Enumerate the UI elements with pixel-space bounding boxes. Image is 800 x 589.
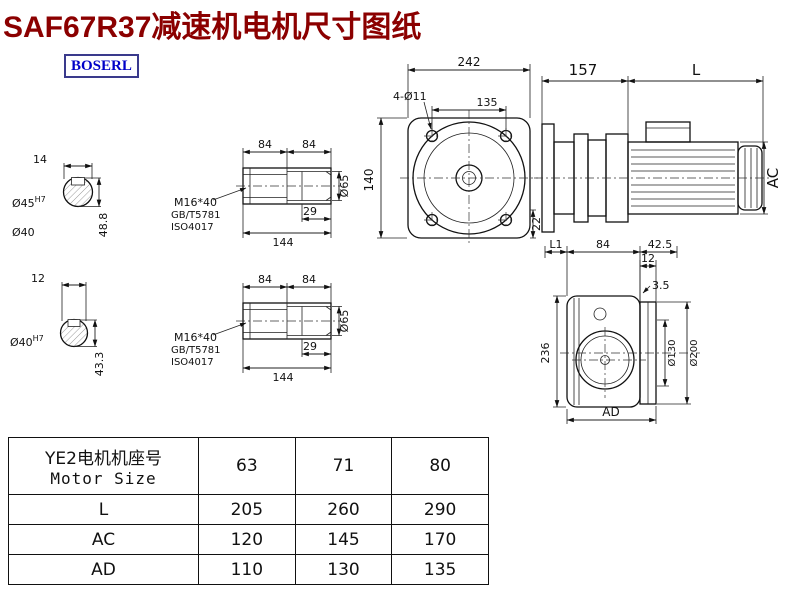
dim-84-a: 84 bbox=[258, 138, 272, 151]
view-shaft-end-2: 12 Ø40H7 43.3 bbox=[10, 272, 106, 376]
cell-AD-80: 135 bbox=[391, 554, 489, 585]
view-front: 242 135 4-Ø11 140 22 bbox=[362, 55, 543, 246]
label-standard-1: GB/T5781 bbox=[171, 210, 221, 221]
dim-dia-45: Ø45H7 bbox=[12, 195, 46, 210]
dim-L1: L1 bbox=[549, 238, 562, 251]
header-en: Motor Size bbox=[50, 469, 157, 488]
dim-L: L bbox=[692, 61, 701, 79]
label-standard-2: ISO4017 bbox=[171, 357, 214, 368]
table-row-AD: AD 110 130 135 bbox=[8, 554, 489, 585]
plug-hole bbox=[593, 307, 607, 321]
dim-157: 157 bbox=[569, 61, 598, 79]
motor-size-table: YE2电机机座号 Motor Size 63 71 80 L 205 260 2… bbox=[8, 437, 489, 585]
dim-12: 12 bbox=[641, 252, 655, 265]
dim-144: 144 bbox=[273, 371, 294, 384]
brand-logo: BOSERL bbox=[64, 54, 139, 78]
row-label-AC: AC bbox=[8, 524, 199, 555]
cell-L-63: 205 bbox=[198, 494, 296, 525]
view-shaft-side-2: 84 84 29 144 Ø65 M16*40 GB/T5781 ISO4017 bbox=[171, 273, 351, 384]
dim-dia-200: Ø200 bbox=[688, 340, 700, 367]
cell-AC-63: 120 bbox=[198, 524, 296, 555]
dim-AD: AD bbox=[602, 405, 619, 419]
terminal-box bbox=[645, 121, 691, 143]
keyway bbox=[71, 177, 85, 186]
label-bolt-holes: 4-Ø11 bbox=[393, 90, 427, 103]
dim-42-5: 42.5 bbox=[648, 238, 673, 251]
dim-AC: AC bbox=[764, 168, 782, 188]
dim-144: 144 bbox=[273, 236, 294, 249]
cell-L-71: 260 bbox=[294, 494, 393, 525]
row-label-AD: AD bbox=[8, 554, 199, 585]
dim-135: 135 bbox=[477, 96, 498, 109]
dim-29: 29 bbox=[303, 340, 317, 353]
cell-AC-80: 170 bbox=[391, 524, 489, 555]
dim-140: 140 bbox=[362, 169, 376, 192]
cell-L-80: 290 bbox=[391, 494, 489, 525]
dim-43-3: 43.3 bbox=[93, 352, 106, 377]
table-row-AC: AC 120 145 170 bbox=[8, 524, 489, 555]
label-screw: M16*40 bbox=[174, 331, 217, 344]
dim-dia-65: Ø65 bbox=[338, 310, 351, 333]
header-cn: YE2电机机座号 bbox=[45, 449, 162, 469]
cell-AC-71: 145 bbox=[294, 524, 393, 555]
row-label-L: L bbox=[8, 494, 199, 525]
dim-key-width: 12 bbox=[31, 272, 45, 285]
view-shaft-side-1: 84 84 29 144 Ø65 M16*40 GB/T5781 ISO4017 bbox=[171, 138, 351, 249]
view-shaft-end-1: 14 Ø45H7 48.8 Ø40 bbox=[12, 153, 110, 239]
label-standard-2: ISO4017 bbox=[171, 222, 214, 233]
dim-dia-65: Ø65 bbox=[338, 175, 351, 198]
dim-48-8: 48.8 bbox=[97, 213, 110, 238]
dim-dia-130: Ø130 bbox=[666, 340, 678, 367]
size-column-1: 63 bbox=[198, 437, 296, 495]
header-motor-size-cell: YE2电机机座号 Motor Size bbox=[8, 437, 199, 495]
size-column-3: 80 bbox=[391, 437, 489, 495]
dim-22: 22 bbox=[530, 217, 543, 231]
dim-3-5: 3.5 bbox=[652, 279, 670, 292]
page-title: SAF67R37减速机电机尺寸图纸 bbox=[3, 11, 422, 44]
dim-242: 242 bbox=[458, 55, 481, 69]
view-side: 157 L AC bbox=[534, 61, 782, 233]
dim-236: 236 bbox=[539, 343, 552, 364]
view-output: L1 84 42.5 12 3.5 236 Ø130 Ø200 AD bbox=[539, 238, 700, 424]
dim-key-width: 14 bbox=[33, 153, 47, 166]
technical-drawing: 14 Ø45H7 48.8 Ø40 12 Ø40H7 43.3 bbox=[10, 55, 782, 424]
keyway bbox=[67, 319, 81, 327]
dim-84-a: 84 bbox=[258, 273, 272, 286]
label-screw: M16*40 bbox=[174, 196, 217, 209]
label-dia-40: Ø40 bbox=[12, 226, 35, 239]
dim-84: 84 bbox=[596, 238, 610, 251]
table-header-row: YE2电机机座号 Motor Size 63 71 80 bbox=[8, 437, 489, 495]
cell-AD-71: 130 bbox=[294, 554, 393, 585]
size-column-2: 71 bbox=[294, 437, 393, 495]
dim-84-b: 84 bbox=[302, 273, 316, 286]
cell-AD-63: 110 bbox=[198, 554, 296, 585]
dim-84-b: 84 bbox=[302, 138, 316, 151]
dim-29: 29 bbox=[303, 205, 317, 218]
label-standard-1: GB/T5781 bbox=[171, 345, 221, 356]
dim-dia-40: Ø40H7 bbox=[10, 334, 44, 349]
table-row-L: L 205 260 290 bbox=[8, 494, 489, 525]
